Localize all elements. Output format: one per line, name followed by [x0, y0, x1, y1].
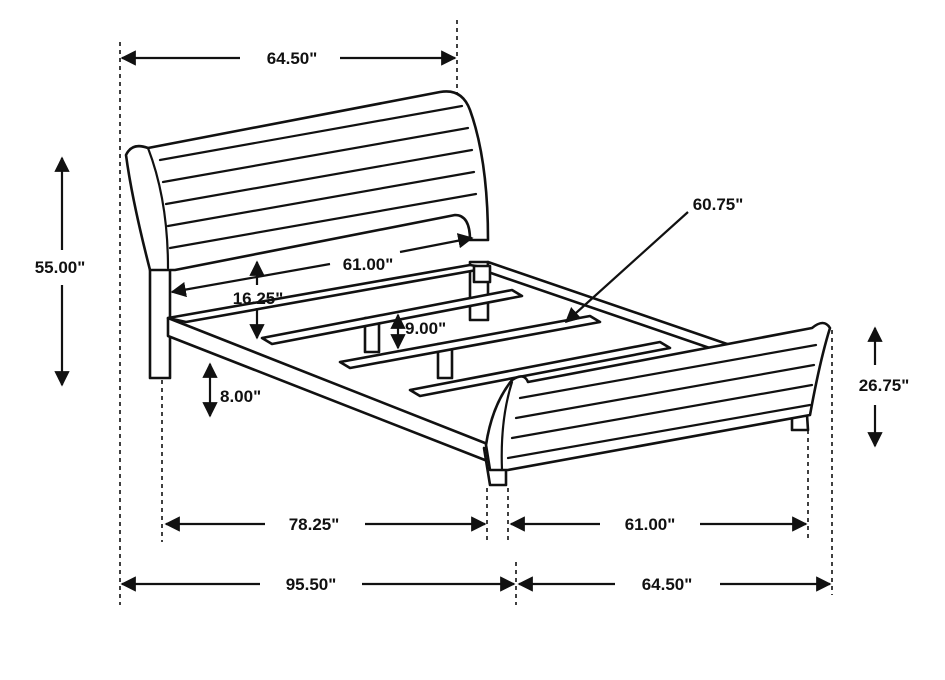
- footboard-slat: [510, 383, 814, 440]
- footboard-slat: [506, 403, 812, 460]
- inner-width-foot-label: 61.00": [625, 515, 676, 534]
- top-width-label: 64.50": [267, 49, 318, 68]
- extension-lines: [119, 20, 833, 605]
- overall-length-label: 95.50": [286, 575, 337, 594]
- headboard-slat: [166, 170, 476, 228]
- headboard: [124, 90, 490, 272]
- diagonal-label: 60.75": [693, 195, 744, 214]
- left-side-rail-top: [166, 263, 490, 324]
- bed-drawing: [124, 90, 832, 487]
- right-side-rail: [486, 260, 732, 357]
- inner-width-head-label: 61.00": [343, 255, 394, 274]
- inner-width-arrow-left: [170, 262, 331, 298]
- rail-bracket: [472, 264, 492, 284]
- footboard-slat: [514, 363, 816, 420]
- diagonal-leader: [564, 211, 689, 324]
- headboard-slat: [164, 148, 474, 206]
- dimension-arrows: [54, 50, 883, 592]
- dimension-labels: 64.50" 55.00" 61.00" 16.25" 9.00" 8.00" …: [35, 49, 910, 594]
- slat: [338, 314, 602, 370]
- panel-height-label: 16.25": [233, 289, 284, 308]
- headboard-side-trim: [146, 146, 170, 270]
- floor-clearance-label: 8.00": [220, 387, 261, 406]
- inner-width-arrow-right: [399, 233, 474, 254]
- headboard-slat: [158, 104, 464, 162]
- footboard-side-trim: [500, 380, 514, 472]
- headboard-slat: [161, 126, 470, 184]
- footboard: [484, 321, 832, 472]
- inner-length-label: 78.25": [289, 515, 340, 534]
- headboard-height-label: 55.00": [35, 258, 86, 277]
- headboard-slat: [168, 192, 478, 250]
- overall-width-label: 64.50": [642, 575, 693, 594]
- footboard-slat: [518, 343, 818, 400]
- slat-clearance-label: 9.00": [405, 319, 446, 338]
- footboard-height-label: 26.75": [859, 376, 910, 395]
- slat: [408, 340, 672, 398]
